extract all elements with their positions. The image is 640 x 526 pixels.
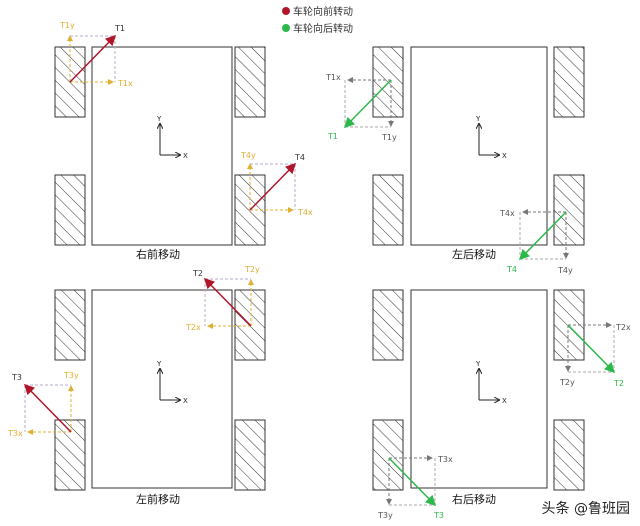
t3-label: T3	[433, 511, 444, 520]
panel-right-backward: Y X T2 T2x T2y T3 T3x T3y 右后移动	[372, 289, 631, 520]
force-t1: T1 T1x T1y	[325, 73, 397, 142]
axis-indicator: Y X	[156, 115, 188, 160]
t2-label: T2	[613, 379, 624, 388]
t4-label: T4	[506, 265, 517, 274]
force-t2: T2 T2x T2y	[559, 322, 631, 388]
panel-caption: 右后移动	[452, 492, 496, 506]
wheel-rear-right	[234, 419, 266, 491]
t2x-label: T2x	[615, 323, 631, 332]
t1y-label: T1y	[59, 21, 75, 30]
chassis-body	[91, 46, 233, 246]
t2y-label: T2y	[244, 265, 260, 274]
wheel-front-right	[234, 46, 266, 118]
panel-left-backward: Y X T1 T1x T1y T4 T4x T4y 左后移动	[325, 46, 585, 275]
x-axis-label: X	[502, 152, 507, 160]
forward-legend-dot	[282, 7, 290, 15]
t4x-label: T4x	[499, 209, 515, 218]
wheel-front-left	[54, 289, 86, 361]
legend: 车轮向前转动 车轮向后转动	[282, 5, 353, 35]
t1x-label: T1x	[325, 73, 341, 82]
t1-label: T1	[327, 132, 338, 141]
t3x-label: T3x	[437, 455, 453, 464]
force-t3: T3 T3x T3y	[377, 455, 453, 520]
t3y-label: T3y	[63, 371, 79, 380]
y-axis-label: Y	[156, 360, 162, 368]
wheel-rear-left	[372, 174, 404, 246]
panel-caption: 左后移动	[452, 248, 496, 261]
t3-label: T3	[11, 373, 22, 382]
wheel-rear-right	[553, 174, 585, 246]
wheel-rear-left	[372, 419, 404, 491]
t1x-label: T1x	[117, 79, 133, 88]
force-t2: T2 T2y T2x	[185, 265, 260, 332]
axis-indicator: Y X	[475, 360, 507, 405]
axis-indicator: Y X	[475, 115, 507, 160]
force-t4: T4 T4x T4y	[499, 209, 573, 275]
panel-right-forward: Y X T1 T1y T1x T4 T4y T4x 右前移动	[54, 21, 313, 261]
t3y-label: T3y	[377, 511, 393, 520]
panel-left-forward: Y X T2 T2y T2x T3 T3y T3x 左前移动	[7, 265, 266, 506]
x-axis-label: X	[502, 397, 507, 405]
t3x-label: T3x	[7, 429, 23, 438]
chassis-body	[91, 289, 233, 489]
watermark: 头条 @鲁班园	[541, 501, 630, 517]
force-t1: T1 T1y T1x	[59, 21, 133, 88]
y-axis-label: Y	[475, 115, 481, 123]
wheel-front-right	[553, 46, 585, 118]
wheel-front-left	[372, 289, 404, 361]
x-axis-label: X	[183, 152, 188, 160]
t2x-label: T2x	[185, 323, 201, 332]
wheel-rear-right	[553, 419, 585, 491]
panel-caption: 右前移动	[136, 247, 180, 261]
chassis-body	[410, 289, 548, 489]
backward-legend-label: 车轮向后转动	[293, 22, 353, 35]
wheel-rear-left	[54, 174, 86, 246]
t1-label: T1	[114, 24, 125, 33]
t2y-label: T2y	[559, 378, 575, 387]
chassis-body	[410, 46, 548, 246]
panel-caption: 左前移动	[136, 492, 180, 506]
forward-legend-label: 车轮向前转动	[293, 5, 353, 18]
t2-label: T2	[192, 269, 203, 278]
t4y-label: T4y	[557, 266, 573, 275]
backward-legend-dot	[282, 24, 290, 32]
y-axis-label: Y	[156, 115, 162, 123]
t1y-label: T1y	[381, 133, 397, 142]
t4y-label: T4y	[240, 151, 256, 160]
y-axis-label: Y	[475, 360, 481, 368]
force-t4: T4 T4y T4x	[240, 151, 313, 217]
axis-indicator: Y X	[156, 360, 188, 405]
force-t3: T3 T3y T3x	[7, 371, 79, 438]
t4x-label: T4x	[297, 208, 313, 217]
x-axis-label: X	[183, 397, 188, 405]
t4-label: T4	[294, 153, 305, 162]
